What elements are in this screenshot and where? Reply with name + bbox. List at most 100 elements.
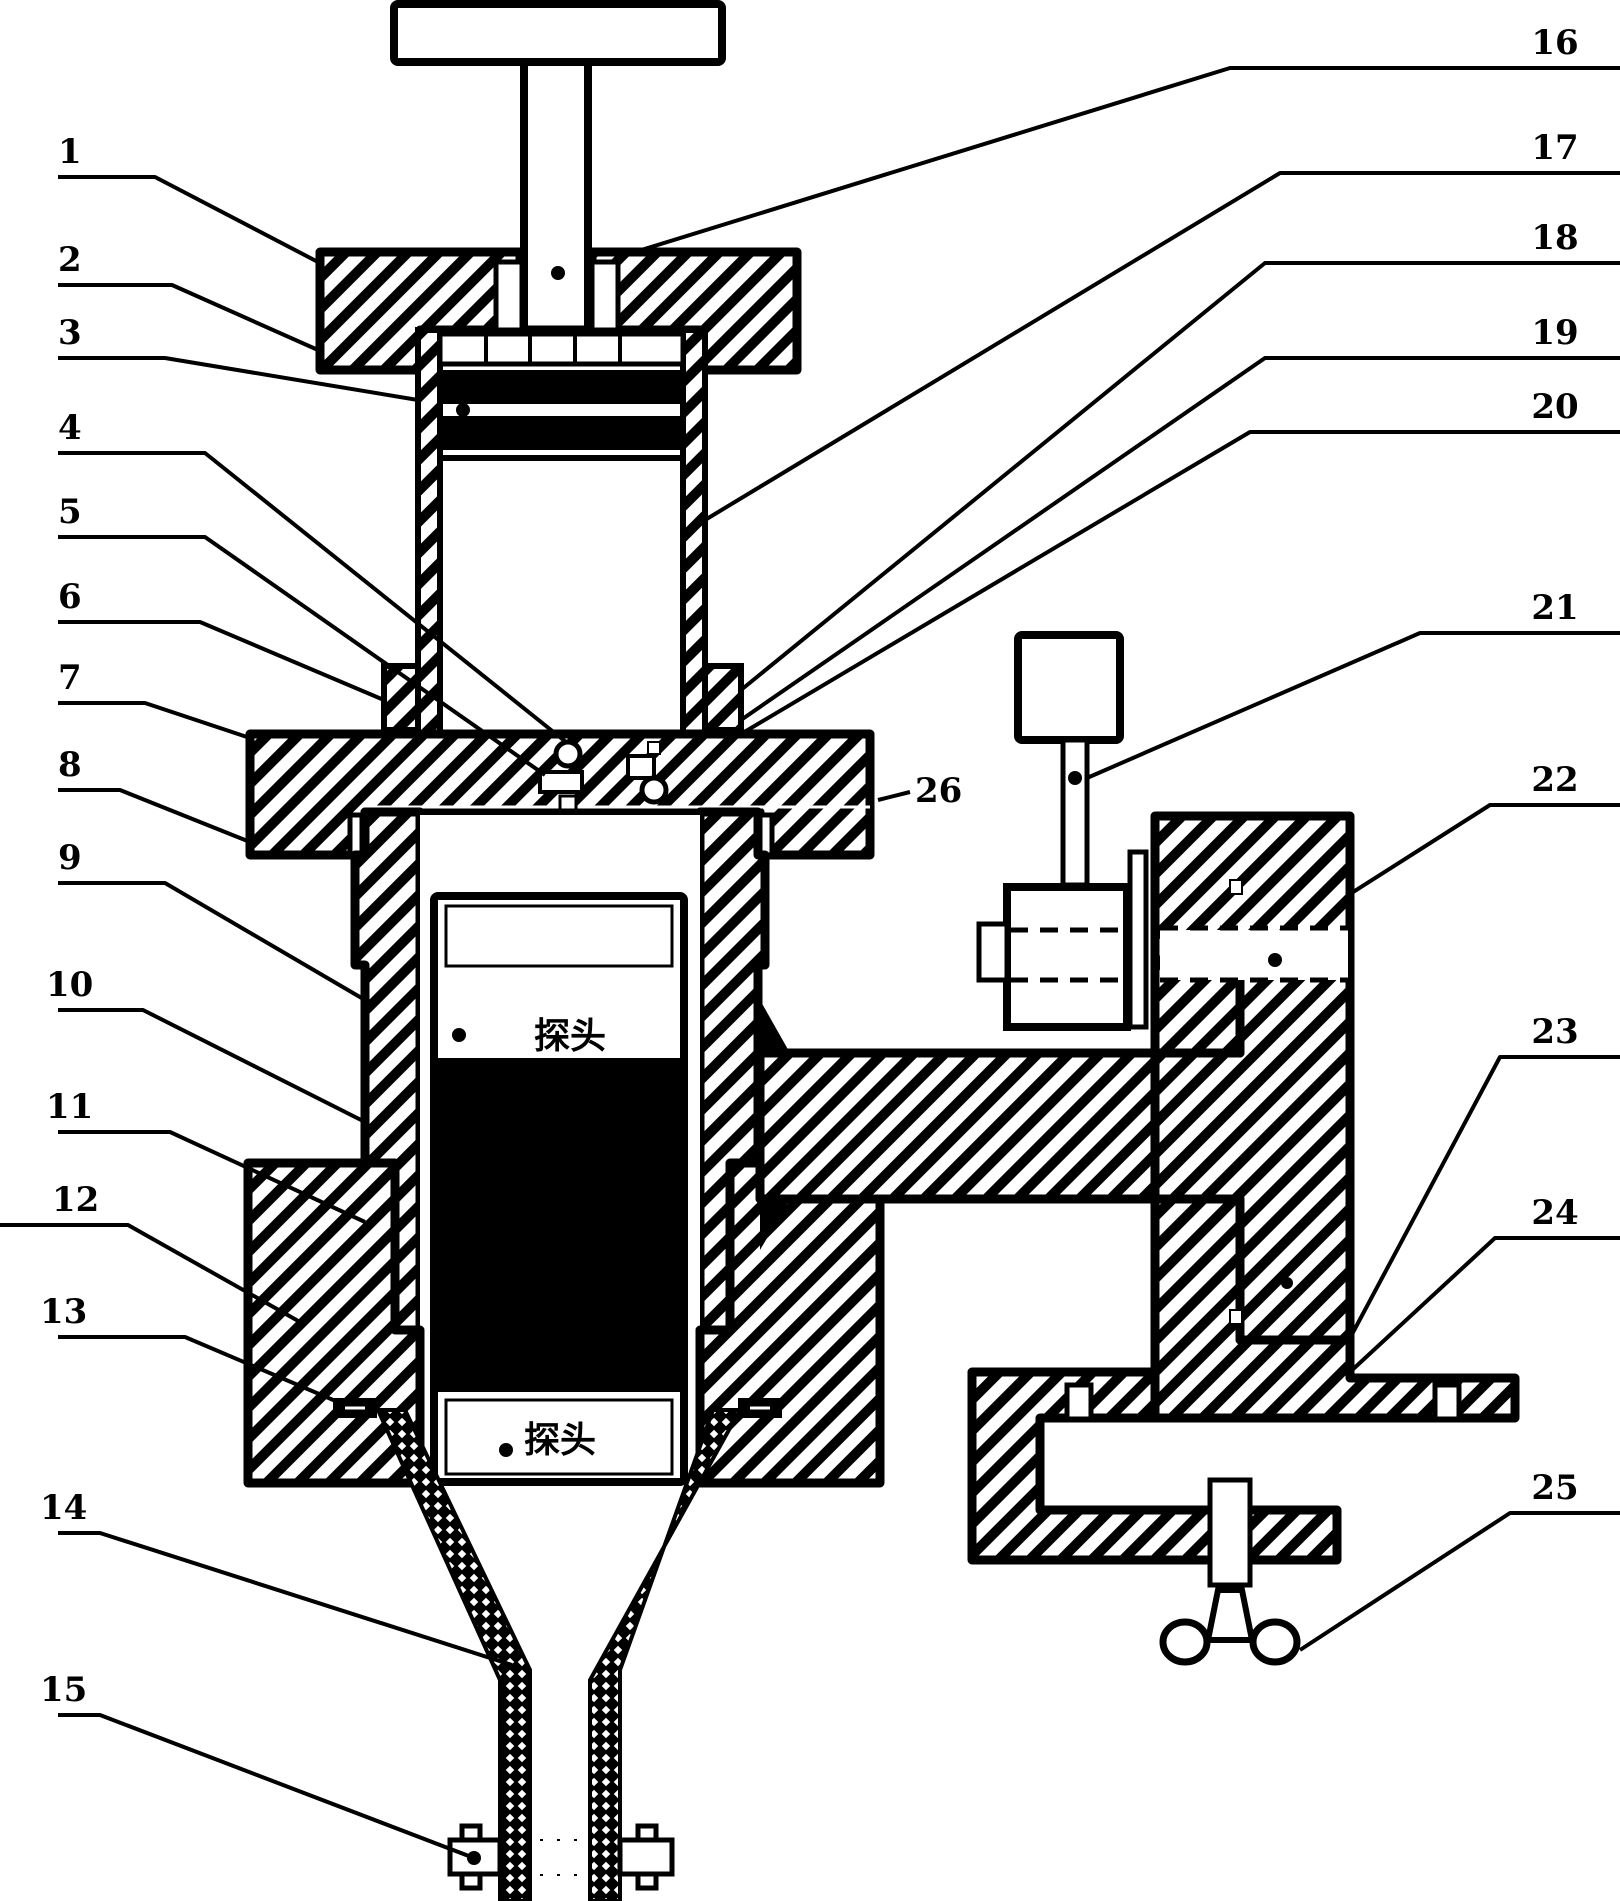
leader-line-21	[1086, 631, 1620, 780]
leader-line-24	[1348, 1236, 1620, 1374]
leader-line-7	[58, 701, 251, 740]
piston-seal-2	[438, 416, 685, 450]
callout-11: 11	[46, 1087, 366, 1224]
leader-line-15	[58, 1713, 475, 1860]
leader-line-20	[739, 430, 1620, 736]
callout-label-16: 16	[1531, 23, 1578, 63]
callout-label-13: 13	[40, 1292, 87, 1332]
leader-line-16	[634, 66, 1620, 254]
valve-ball-4	[553, 739, 583, 769]
collar-right	[702, 663, 744, 733]
callout-label-5: 5	[58, 492, 82, 532]
callout-label-19: 19	[1531, 313, 1578, 353]
callout-label-24: 24	[1531, 1193, 1578, 1233]
callout-8: 8	[58, 745, 251, 844]
motor-body	[1003, 883, 1131, 1031]
plunger-stem	[520, 58, 592, 336]
leader-line-14	[58, 1531, 513, 1667]
callout-22: 22	[1348, 760, 1620, 896]
funnel-wall-left	[374, 1408, 532, 1901]
callout-19: 19	[739, 313, 1620, 722]
callout-18: 18	[739, 218, 1620, 692]
leader-line-6	[58, 620, 385, 702]
callout-1: 1	[58, 132, 319, 264]
valve-19	[626, 754, 656, 780]
callout-label-8: 8	[58, 745, 82, 785]
motor-shaft	[1060, 737, 1090, 888]
valve-ball-20	[639, 775, 669, 805]
stem-marker-dot	[551, 266, 565, 280]
leader-line-19	[739, 356, 1620, 722]
callout-21: 21	[1086, 588, 1620, 780]
callout-label-15: 15	[40, 1670, 87, 1710]
leader-line-1	[58, 175, 319, 264]
callout-label-17: 17	[1531, 128, 1578, 168]
lower-flange	[243, 1158, 885, 1488]
sample-holder: 探头 探头	[430, 892, 688, 1486]
valve-port	[558, 794, 578, 812]
leader-line-12	[0, 1223, 301, 1324]
callout-label-14: 14	[40, 1488, 87, 1528]
outlet-clamp-right	[617, 1823, 675, 1891]
callout-label-3: 3	[58, 313, 82, 353]
callout-3: 3	[58, 313, 419, 402]
callout-25: 25	[1298, 1468, 1620, 1652]
probe-top-label: 探头	[534, 1016, 606, 1057]
valve-5	[538, 770, 584, 794]
probe-top-dot	[452, 1028, 466, 1042]
upper-syringe-tube	[415, 327, 708, 743]
callout-label-1: 1	[58, 132, 82, 172]
leader-line-13	[58, 1335, 346, 1407]
callout-23: 23	[1348, 1012, 1620, 1339]
tube-wall-left	[415, 327, 443, 743]
callout-label-11: 11	[46, 1087, 93, 1127]
c-clamp	[967, 1367, 1462, 1666]
callout-2: 2	[58, 240, 319, 352]
callout-label-20: 20	[1531, 387, 1578, 427]
funnel-outlet	[374, 1408, 744, 1901]
callout-7: 7	[58, 658, 251, 740]
callout-26: 26	[877, 771, 962, 811]
motor-head	[1014, 631, 1124, 744]
callout-17: 17	[703, 128, 1620, 522]
callout-24: 24	[1348, 1193, 1620, 1374]
callout-14: 14	[40, 1488, 513, 1667]
tube-wall-right	[680, 327, 708, 743]
callout-label-6: 6	[58, 577, 82, 617]
piston-head-top	[437, 331, 686, 367]
leader-line-18	[739, 261, 1620, 692]
leader-line-25	[1298, 1511, 1620, 1652]
callout-13: 13	[40, 1292, 346, 1407]
callout-15: 15	[40, 1670, 475, 1860]
leader-line-9	[58, 881, 367, 1002]
callout-label-22: 22	[1531, 760, 1578, 800]
callout-label-2: 2	[58, 240, 82, 280]
leader-line-11	[58, 1130, 366, 1224]
callout-label-18: 18	[1531, 218, 1578, 258]
leader-line-23	[1348, 1055, 1620, 1339]
probe-top-box	[444, 904, 674, 968]
t-handle	[390, 0, 726, 336]
leader-line-2	[58, 283, 319, 352]
callout-label-12: 12	[52, 1180, 99, 1220]
leader-line-22	[1348, 803, 1620, 896]
wing-nut	[1159, 1587, 1301, 1666]
callout-label-21: 21	[1531, 588, 1578, 628]
callout-label-7: 7	[58, 658, 82, 698]
clamp-screw	[1207, 1477, 1253, 1588]
callout-label-10: 10	[46, 965, 93, 1005]
motor-plate	[1127, 849, 1149, 1030]
callout-12: 12	[0, 1180, 301, 1324]
leader-line-4	[58, 451, 568, 744]
callout-6: 6	[58, 577, 385, 702]
outlet-clamp-left	[447, 1823, 503, 1891]
callout-label-4: 4	[58, 408, 82, 448]
leader-line-17	[703, 171, 1620, 522]
t-handle-bar	[390, 0, 726, 66]
sample-column	[436, 1058, 682, 1392]
right-bracket	[1150, 811, 1520, 1423]
callout-4: 4	[58, 408, 568, 744]
callout-16: 16	[634, 23, 1620, 254]
callout-5: 5	[58, 492, 547, 777]
